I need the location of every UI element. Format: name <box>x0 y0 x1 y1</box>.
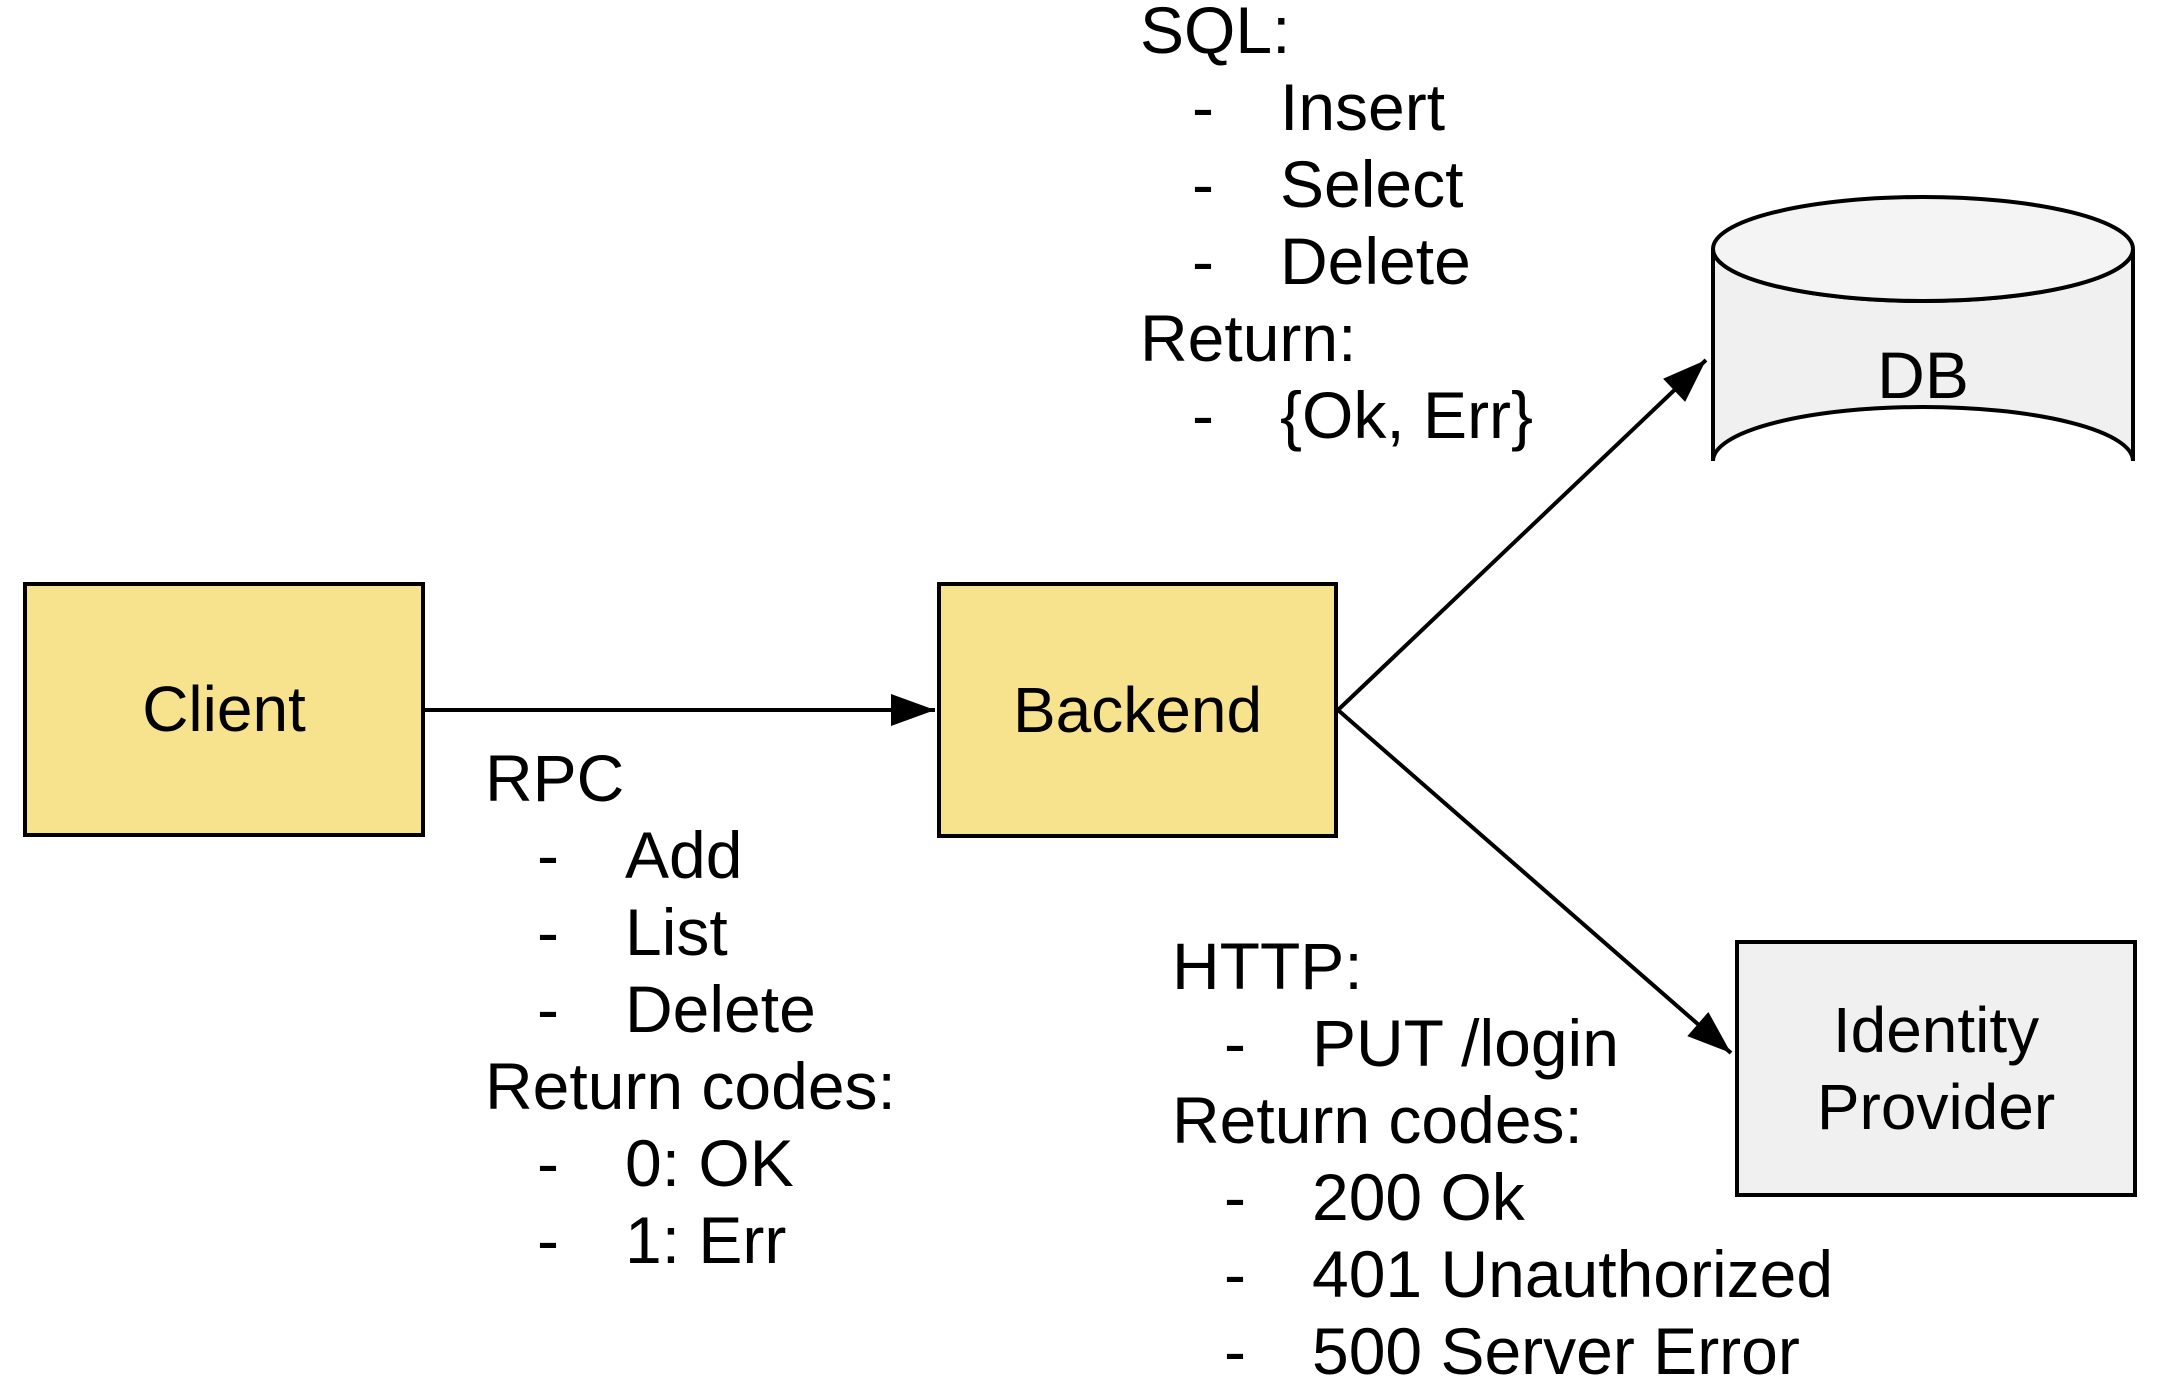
sql-bullet-text: Select <box>1280 147 1464 221</box>
http-return-text: 200 Ok <box>1312 1160 1525 1234</box>
rpc-return-text: 0: OK <box>625 1126 794 1200</box>
http-return-item: -500 Server Error <box>1172 1313 1833 1390</box>
client-label: Client <box>142 673 306 745</box>
bullet-dash: - <box>1224 1160 1246 1234</box>
rpc-bullet-item: -Add <box>485 817 896 894</box>
bullet-dash: - <box>1192 147 1214 221</box>
rpc-return-text: 1: Err <box>625 1203 787 1277</box>
rpc-bullet-item: -List <box>485 894 896 971</box>
http-return-text: 401 Unauthorized <box>1312 1237 1834 1311</box>
sql-annotation: SQL: -Insert -Select -Delete Return: -{O… <box>1140 0 1533 454</box>
client-node: Client <box>23 582 425 837</box>
bullet-dash: - <box>1192 70 1214 144</box>
rpc-bullet-text: Add <box>625 818 743 892</box>
http-title: HTTP: <box>1172 929 1363 1003</box>
rpc-title: RPC <box>485 741 625 815</box>
backend-label: Backend <box>1012 673 1263 746</box>
bullet-dash: - <box>537 1203 559 1277</box>
rpc-bullet-item: -Delete <box>485 971 896 1048</box>
rpc-bullet-text: List <box>625 895 728 969</box>
bullet-dash: - <box>1224 1237 1246 1311</box>
rpc-bullet-text: Delete <box>625 972 816 1046</box>
rpc-subtitle: Return codes: <box>485 1049 896 1123</box>
identity-provider-label: Identity Provider <box>1816 993 2056 1143</box>
db-cylinder-shape <box>1711 195 2135 462</box>
http-bullet-item: -PUT /login <box>1172 1005 1833 1082</box>
sql-subtitle: Return: <box>1140 301 1357 375</box>
bullet-dash: - <box>537 972 559 1046</box>
sql-bullet-text: Insert <box>1280 70 1446 144</box>
db-label-text: DB <box>1877 338 1969 412</box>
sql-bullet-item: -Delete <box>1140 223 1533 300</box>
db-node-label: DB <box>1709 330 2137 420</box>
identity-provider-node: Identity Provider <box>1735 940 2137 1197</box>
http-return-item: -401 Unauthorized <box>1172 1236 1833 1313</box>
sql-return-item: -{Ok, Err} <box>1140 377 1533 454</box>
backend-node: Backend <box>937 582 1338 838</box>
bullet-dash: - <box>1224 1314 1246 1388</box>
sql-bullet-item: -Insert <box>1140 69 1533 146</box>
sql-title: SQL: <box>1140 0 1291 67</box>
rpc-return-item: -1: Err <box>485 1202 896 1279</box>
http-annotation: HTTP: -PUT /login Return codes: -200 Ok … <box>1172 928 1833 1390</box>
sql-return-text: {Ok, Err} <box>1280 378 1534 452</box>
bullet-dash: - <box>537 818 559 892</box>
http-return-item: -200 Ok <box>1172 1159 1833 1236</box>
bullet-dash: - <box>1192 378 1214 452</box>
http-return-text: 500 Server Error <box>1312 1314 1800 1388</box>
bullet-dash: - <box>537 1126 559 1200</box>
http-bullet-text: PUT /login <box>1312 1006 1619 1080</box>
sql-bullet-item: -Select <box>1140 146 1533 223</box>
bullet-dash: - <box>537 895 559 969</box>
rpc-return-item: -0: OK <box>485 1125 896 1202</box>
http-subtitle: Return codes: <box>1172 1083 1583 1157</box>
rpc-annotation: RPC -Add -List -Delete Return codes: -0:… <box>485 740 896 1279</box>
sql-bullet-text: Delete <box>1280 224 1471 298</box>
bullet-dash: - <box>1192 224 1214 298</box>
bullet-dash: - <box>1224 1006 1246 1080</box>
db-cylinder-top <box>1711 195 2135 303</box>
